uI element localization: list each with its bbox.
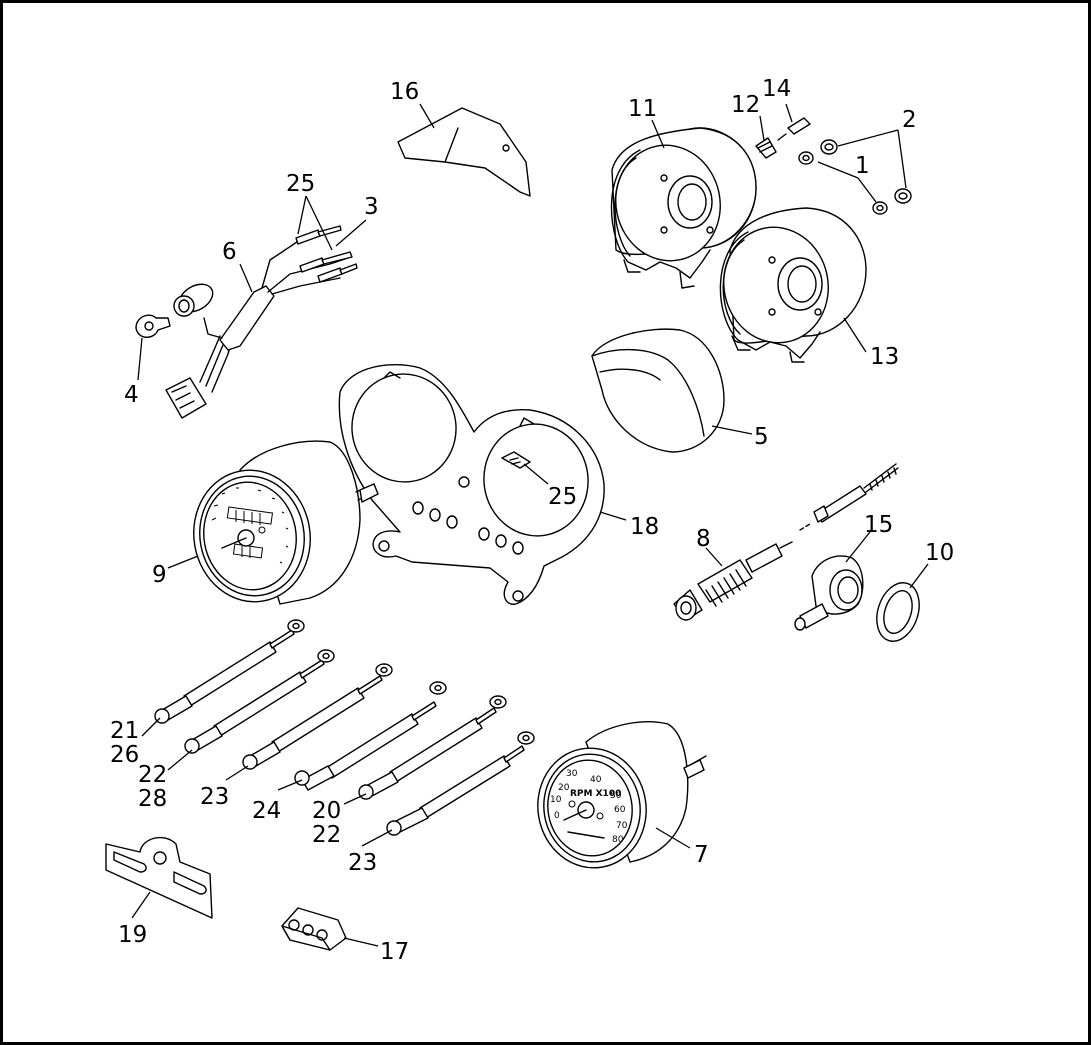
part-gasket-ring (876, 582, 920, 642)
callout-9: 9 (152, 562, 167, 588)
callout-5: 5 (754, 424, 769, 450)
callout-16: 16 (390, 79, 419, 105)
callout-8: 8 (696, 526, 711, 552)
callout-28: 28 (138, 786, 167, 812)
callout-22b: 22 (312, 822, 341, 848)
part-cable-fitting (673, 463, 899, 621)
callout-4: 4 (124, 382, 139, 408)
part-mounting-plate (338, 364, 605, 605)
callout-26: 26 (110, 742, 139, 768)
part-grommet (281, 907, 347, 951)
svg-text:50: 50 (610, 791, 622, 801)
callout-1: 1 (855, 153, 870, 179)
part-wiring-harness (135, 225, 358, 419)
svg-text:10: 10 (550, 795, 562, 805)
callout-7: 7 (694, 842, 709, 868)
rod-5 (358, 695, 507, 800)
part-speedometer (193, 440, 379, 605)
part-drive-unit (794, 555, 864, 631)
callout-6: 6 (222, 239, 237, 265)
callout-24: 24 (252, 798, 281, 824)
callout-18: 18 (630, 514, 659, 540)
part-rod-set (154, 619, 535, 836)
callout-27: 25 (286, 171, 315, 197)
part-mounting-bracket (105, 836, 213, 919)
part-tachometer: 30 40 20 10 0 50 60 70 80 RPM X100 (537, 721, 707, 869)
part-bracket-plate (397, 107, 531, 197)
callout-labels: 16 11 12 14 2 1 25 3 6 4 13 5 25 18 9 8 … (110, 76, 954, 965)
callout-11: 11 (628, 96, 657, 122)
rod-6 (386, 731, 535, 836)
callout-3: 3 (364, 194, 379, 220)
callout-23a: 23 (200, 784, 229, 810)
callout-2: 2 (902, 107, 917, 133)
callout-13: 13 (870, 344, 899, 370)
callout-12: 12 (731, 92, 760, 118)
callout-23b: 23 (348, 850, 377, 876)
tachometer-dial-numbers: 30 40 20 10 0 50 60 70 80 RPM X100 (550, 769, 628, 845)
callout-17: 17 (380, 939, 409, 965)
part-lower-cup (719, 207, 867, 363)
callout-19: 19 (118, 922, 147, 948)
callout-21: 21 (110, 718, 139, 744)
rod-2 (184, 649, 335, 754)
callout-25: 25 (548, 484, 577, 510)
svg-text:RPM X100: RPM X100 (570, 789, 621, 799)
svg-text:20: 20 (558, 783, 570, 793)
part-upper-cup (610, 127, 757, 289)
svg-text:30: 30 (566, 769, 578, 779)
leader-lines (131, 103, 929, 947)
callout-10: 10 (925, 540, 954, 566)
rod-1 (154, 619, 305, 724)
callout-20: 20 (312, 798, 341, 824)
rod-3 (242, 663, 393, 770)
callout-14: 14 (762, 76, 791, 102)
svg-text:60: 60 (614, 805, 626, 815)
svg-text:80: 80 (612, 835, 624, 845)
part-small-hardware (755, 117, 912, 215)
callout-15: 15 (864, 512, 893, 538)
callout-22a: 22 (138, 762, 167, 788)
rod-4 (294, 681, 447, 791)
svg-text:40: 40 (590, 775, 602, 785)
svg-text:70: 70 (616, 821, 628, 831)
part-visor-shield (591, 328, 725, 453)
svg-text:0: 0 (554, 811, 560, 821)
